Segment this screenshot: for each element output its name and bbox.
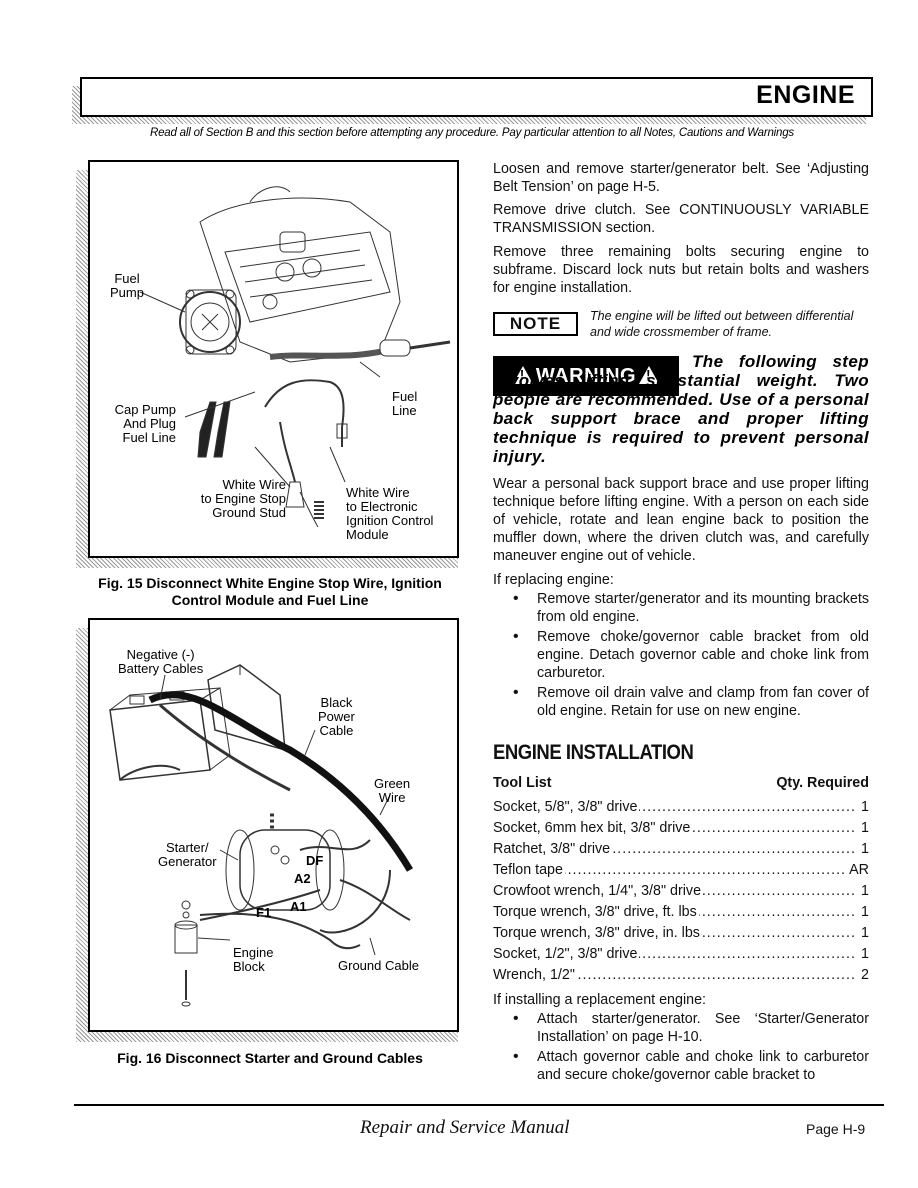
fig16-label-ground-cable: Ground Cable <box>338 958 419 973</box>
fig16-label-a1: A1 <box>290 899 307 914</box>
warning-badge: WARNING <box>493 356 679 396</box>
paragraph-lift: Wear a personal back support brace and u… <box>493 476 869 564</box>
footer-rule <box>74 1104 884 1106</box>
tool-list-header: Tool List Qty. Required <box>493 774 869 792</box>
fig16-label-green-wire: Green Wire <box>374 776 411 805</box>
paragraph-if-replacing: If replacing engine: <box>493 572 614 588</box>
installing-bullet-list: Attach starter/generator. See ‘Starter/G… <box>493 1010 869 1084</box>
fig16-label-f1: F1 <box>256 905 272 920</box>
fig15-label-fuel-line: Fuel Line <box>392 389 418 418</box>
paragraph-belt: Loosen and remove starter/generator belt… <box>493 161 869 195</box>
note-text: The engine will be lifted out between di… <box>590 309 854 339</box>
figure-16: Negative (-) Battery Cables Black Power … <box>88 618 459 1032</box>
page-title: ENGINE <box>756 81 855 109</box>
list-item: Remove starter/generator and its mountin… <box>493 590 869 626</box>
table-row: ........................................… <box>493 798 869 816</box>
list-item: Remove oil drain valve and clamp from fa… <box>493 684 869 720</box>
paragraph-if-installing: If installing a replacement engine: <box>493 992 706 1008</box>
table-row: ........................................… <box>493 819 869 837</box>
fig15-illustration <box>139 186 451 528</box>
tool-list-label: Tool List <box>493 775 552 791</box>
table-row: ........................................… <box>493 945 869 963</box>
list-item: Remove choke/governor cable bracket from… <box>493 628 869 682</box>
fig16-label-df: DF <box>306 853 324 868</box>
fig16-label-negative-cables: Negative (-) Battery Cables <box>118 647 204 676</box>
paragraph-bolts: Remove three remaining bolts securing en… <box>493 244 869 296</box>
table-row: ........................................… <box>493 840 869 858</box>
paragraph-clutch: Remove drive clutch. See CONTINUOUSLY VA… <box>493 202 869 236</box>
fig15-caption: Fig. 15 Disconnect White Engine Stop Wir… <box>98 575 442 608</box>
fig15-label-cap-pump: Cap Pump And Plug Fuel Line <box>114 402 176 445</box>
table-row: ........................................… <box>493 903 869 921</box>
figure-15: Fuel Pump Fuel Line Cap Pump And Plug Fu… <box>88 160 459 558</box>
fig16-label-engine-block: Engine Block <box>233 945 274 974</box>
table-row: ........................................… <box>493 924 869 942</box>
warning-triangle-icon <box>512 366 533 384</box>
fig16-label-a2: A2 <box>294 871 311 886</box>
list-item: Attach starter/generator. See ‘Starter/G… <box>493 1010 869 1046</box>
fig15-label-white-wire-ignition: White Wire to Electronic Ignition Contro… <box>346 485 434 542</box>
table-row: ........................................… <box>493 966 869 984</box>
fig16-label-black-power: Black Power Cable <box>318 695 355 738</box>
header-instruction-note: Read all of Section B and this section b… <box>150 127 794 139</box>
fig16-illustration <box>109 664 414 1007</box>
footer-title: Repair and Service Manual <box>360 1117 570 1138</box>
warning-triangle-icon <box>639 366 660 384</box>
section-heading: ENGINE INSTALLATION <box>493 741 694 764</box>
tool-list: ........................................… <box>493 798 869 987</box>
qty-label: Qty. Required <box>776 775 869 791</box>
warning-text: The following step involves lifting subs… <box>493 352 869 466</box>
fig16-label-starter-generator: Starter/ Generator <box>158 840 217 869</box>
replacing-bullet-list: Remove starter/generator and its mountin… <box>493 590 869 720</box>
fig15-label-white-wire-stop: White Wire to Engine Stop Ground Stud <box>200 477 286 520</box>
note-badge: NOTE <box>493 312 578 336</box>
table-row: ........................................… <box>493 861 869 879</box>
list-item: Attach governor cable and choke link to … <box>493 1048 869 1084</box>
page-number: Page H-9 <box>806 1121 866 1137</box>
table-row: ........................................… <box>493 882 869 900</box>
fig16-caption: Fig. 16 Disconnect Starter and Ground Ca… <box>117 1050 423 1066</box>
fig15-label-fuel-pump: Fuel Pump <box>110 271 144 300</box>
header-box: ENGINE <box>80 77 873 117</box>
